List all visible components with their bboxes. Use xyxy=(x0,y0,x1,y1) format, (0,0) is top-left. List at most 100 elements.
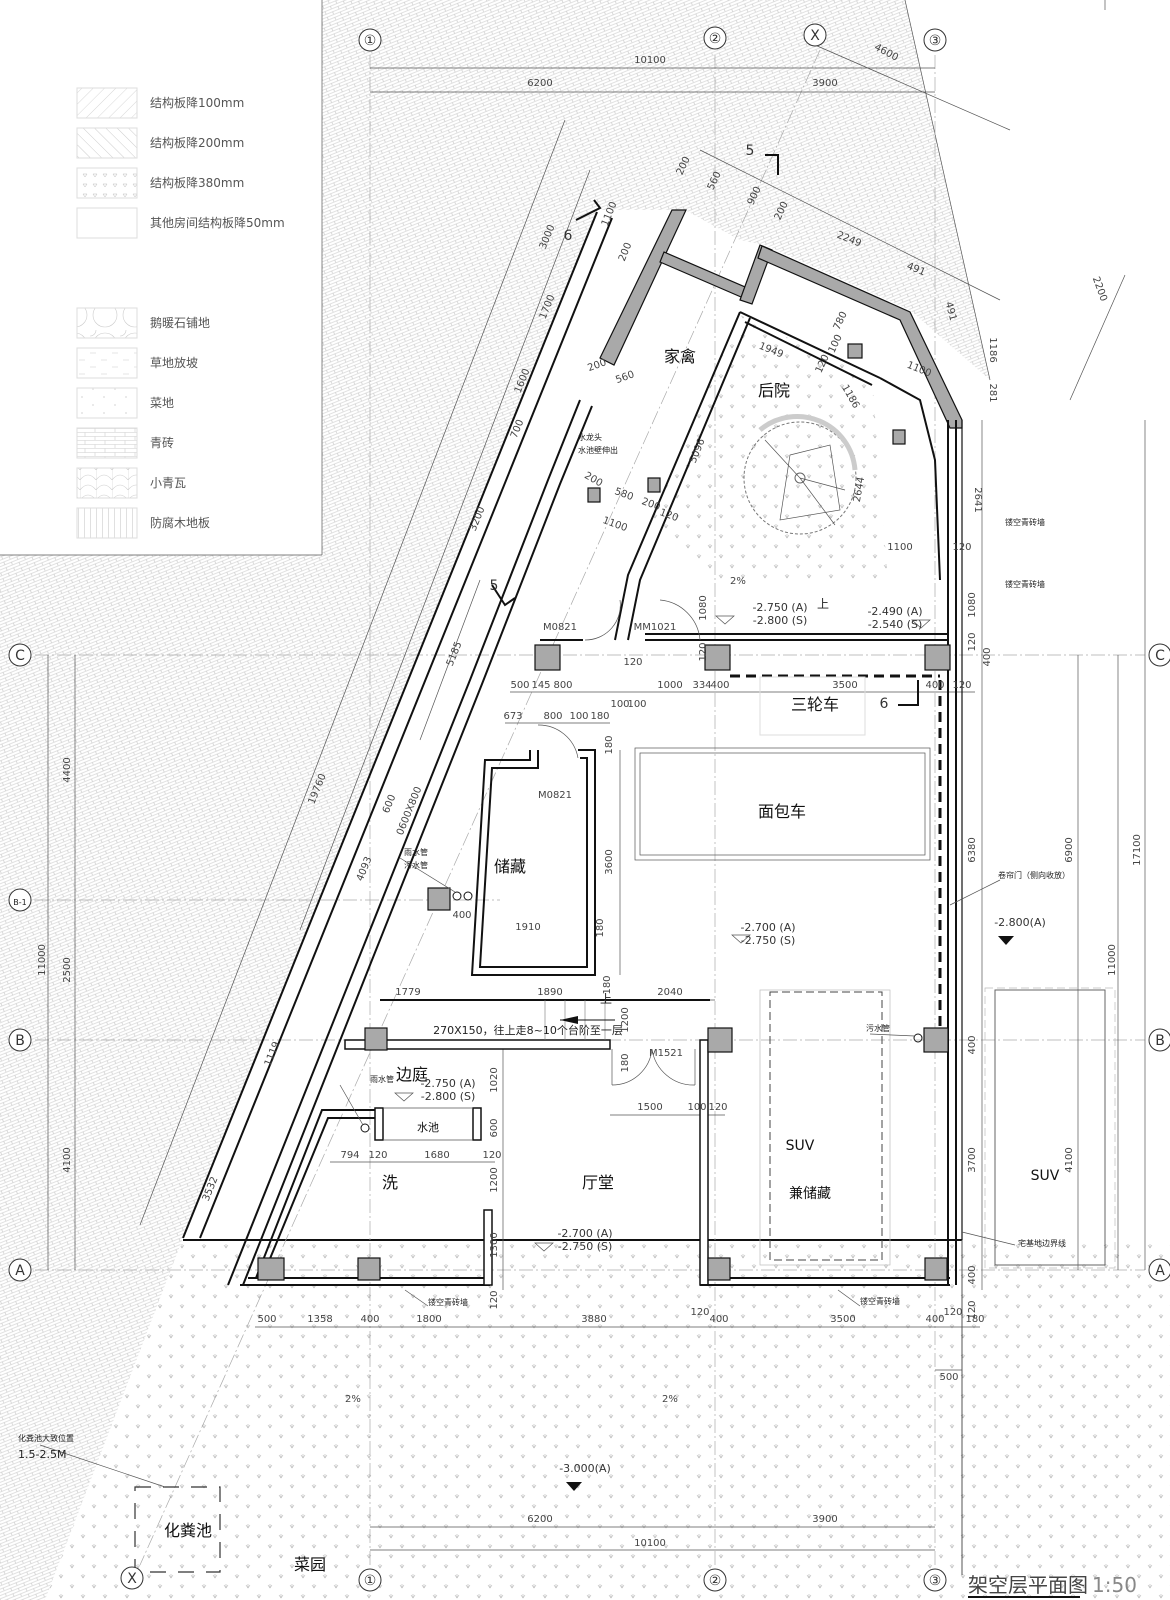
annotation-up-2: 上 xyxy=(817,597,829,611)
dimension-label: 4100 xyxy=(1064,1147,1075,1172)
axis-label: ② xyxy=(709,31,722,47)
dimension-label: 11000 xyxy=(1107,944,1118,976)
legend-label: 结构板降200mm xyxy=(150,135,244,150)
legend-label: 草地放坡 xyxy=(150,355,198,370)
axis-label: ① xyxy=(364,33,377,49)
dimension-label: 180 xyxy=(620,1053,631,1072)
dimension-label: 2040 xyxy=(657,987,682,998)
legend-swatch-diagonal-hatch-right xyxy=(76,87,138,119)
section-number: 5 xyxy=(490,578,499,594)
columns xyxy=(257,343,951,1281)
elevation-s: -2.800 (S) xyxy=(421,1090,476,1103)
dimension-label: 120 xyxy=(482,1150,501,1161)
door-label: M0821 xyxy=(538,790,572,801)
annotation-brick-wall-1: 镂空青砖墙 xyxy=(1005,517,1045,527)
annotation-rain-pipe-1: 雨水管 xyxy=(404,847,428,857)
drawing-scale: 1:50 xyxy=(1092,1573,1137,1597)
elevation-a: -2.700 (A) xyxy=(740,921,795,934)
legend-swatch-sparse-dots xyxy=(76,387,138,419)
dimension-label: 1358 xyxy=(307,1314,332,1325)
room-label-hall: 厅堂 xyxy=(582,1173,614,1192)
section-number: 6 xyxy=(564,228,573,244)
dimension-label: 100 xyxy=(610,699,629,710)
legend-label: 鹅暖石铺地 xyxy=(150,316,210,330)
dimension-label: 11000 xyxy=(37,944,48,976)
dimension-label: 500 xyxy=(939,1372,958,1383)
axis-label: ③ xyxy=(929,1573,942,1589)
room-label-suv-storage: 兼储藏 xyxy=(789,1186,831,1202)
axis-label: C xyxy=(15,648,25,664)
dimension-label: 673 xyxy=(503,711,522,722)
legend-swatch-blank xyxy=(76,207,138,239)
axis-bubble xyxy=(923,1568,947,1592)
dimension-label: 400 xyxy=(452,910,471,921)
door-label: M1521 xyxy=(649,1048,683,1059)
dimension-label: 3600 xyxy=(604,849,615,874)
dimension-label: 1200 xyxy=(489,1167,500,1192)
elevation-a: -2.490 (A) xyxy=(867,605,922,618)
axis-bubble xyxy=(120,1566,144,1590)
dimension-label: 10100 xyxy=(634,55,666,66)
door-label: M0821 xyxy=(543,622,577,633)
dimension-label: 4100 xyxy=(62,1147,73,1172)
dimension-label: 1300 xyxy=(489,1232,500,1257)
room-label-suv: SUV xyxy=(786,1138,815,1154)
dimension-label: 180 xyxy=(595,918,606,937)
dimension-label: 3700 xyxy=(967,1147,978,1172)
room-label-wash: 洗 xyxy=(382,1173,398,1192)
dimension-label: 800 xyxy=(543,711,562,722)
elevation-s: -2.800 (S) xyxy=(753,614,808,627)
dimension-label: 100 xyxy=(627,699,646,710)
drawing-title: 架空层平面图 xyxy=(968,1573,1088,1597)
axis-label: B-1 xyxy=(13,898,26,907)
dimension-label: 1680 xyxy=(424,1150,449,1161)
dimension-label: 1200 xyxy=(620,1007,631,1032)
legend-swatch-vertical-lines xyxy=(76,507,138,539)
dimension-label: 491 xyxy=(943,301,959,322)
elevation-a: -2.750 (A) xyxy=(752,601,807,614)
elevation-a: -3.000(A) xyxy=(559,1462,611,1475)
dimension-label: 120 xyxy=(489,1290,500,1309)
axis-bubble xyxy=(923,28,947,52)
elevation-s: -2.750 (S) xyxy=(558,1240,613,1253)
dimension-label: 3900 xyxy=(812,1514,837,1525)
axis-bubble xyxy=(8,1028,32,1052)
backyard-area xyxy=(650,315,888,582)
slope-label: 2% xyxy=(662,1394,678,1405)
dimension-label: 120 xyxy=(708,1102,727,1113)
dimension-label: 200 xyxy=(586,357,608,374)
elevation-markers xyxy=(394,615,1014,1491)
section-number: 5 xyxy=(746,143,755,159)
walls xyxy=(134,209,1116,1575)
dimension-label: 6380 xyxy=(967,837,978,862)
dimension-label: 180 xyxy=(602,975,613,994)
axis-label: ② xyxy=(709,1573,722,1589)
annotation-rain-pipe-2: 雨水管 xyxy=(370,1074,394,1084)
dimension-label: 3900 xyxy=(812,78,837,89)
annotation-stairs: 270X150，往上走8~10个台阶至一层 xyxy=(433,1023,623,1037)
legend-label: 结构板降100mm xyxy=(150,95,244,110)
dimension-label: 6200 xyxy=(527,78,552,89)
dimension-label: 5185 xyxy=(445,640,465,668)
room-label-tricycle: 三轮车 xyxy=(791,695,839,714)
dimension-label: 145 xyxy=(531,680,550,691)
dimension-label: 400 xyxy=(360,1314,379,1325)
dimension-label: 794 xyxy=(340,1150,359,1161)
section-number: 6 xyxy=(880,696,889,712)
section-marks xyxy=(491,154,919,706)
dimension-label: 560 xyxy=(614,369,636,386)
slope-label: 2% xyxy=(730,576,746,587)
dimension-label: 400 xyxy=(967,1035,978,1054)
annotation-brick-wall-2: 镂空青砖墙 xyxy=(1005,579,1045,589)
axis-label: B xyxy=(15,1033,25,1049)
elevation-a: -2.750 (A) xyxy=(420,1077,475,1090)
annotation-boundary: 宅基地边界线 xyxy=(1018,1238,1066,1248)
elevation-s: -2.750 (S) xyxy=(741,934,796,947)
pipes xyxy=(39,857,1016,1488)
axis-bubble xyxy=(1148,1028,1170,1052)
room-label-septic: 化粪池 xyxy=(164,1521,212,1540)
dimension-label: 600 xyxy=(381,793,398,815)
dimension-label: 4093 xyxy=(355,855,375,883)
dimension-label: 3500 xyxy=(830,1314,855,1325)
dimension-label: 2641 xyxy=(972,487,983,512)
